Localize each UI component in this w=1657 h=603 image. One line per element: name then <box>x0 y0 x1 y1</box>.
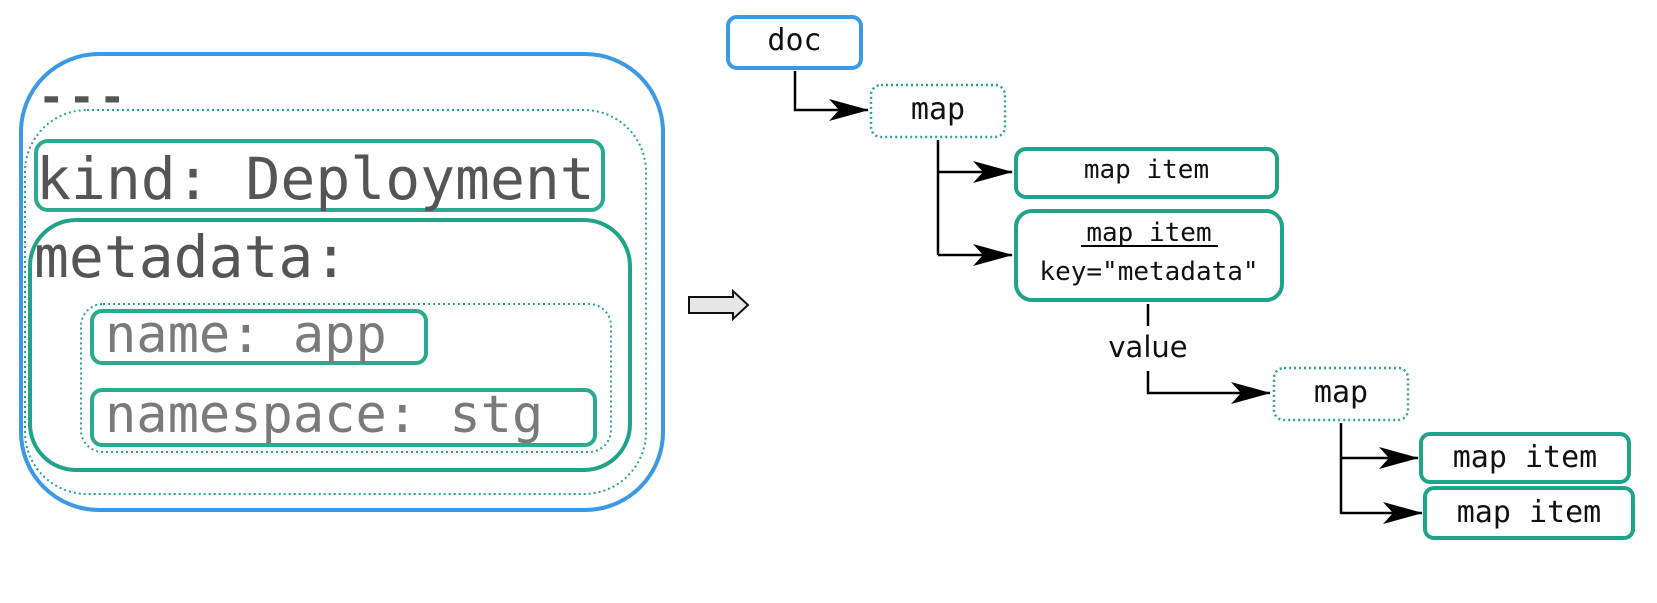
tree-node-nested-map: map <box>1272 366 1410 422</box>
doc-separator: --- <box>38 72 129 123</box>
tree-node-item-metadata-label: map item <box>1086 218 1211 248</box>
name-item-box <box>90 309 428 365</box>
namespace-line: namespace: stg <box>105 385 543 445</box>
tree-node-root-map-label: map <box>911 92 965 127</box>
transform-arrow-icon <box>688 288 750 322</box>
tree-node-nested-item-1-label: map item <box>1453 440 1598 475</box>
metadata-item-box <box>28 218 632 472</box>
edge-value-label: value <box>1108 330 1187 364</box>
namespace-item-box <box>90 388 597 447</box>
tree-node-item-metadata: map item key="metadata" <box>1014 209 1284 302</box>
root-map-dotted-box <box>24 109 647 495</box>
yaml-source-panel: --- kind: Deployment metadata: name: app… <box>19 52 665 512</box>
name-line: name: app <box>105 305 387 365</box>
tree-node-nested-item-2: map item <box>1423 486 1635 540</box>
edge-value-to-nested-map <box>1146 371 1271 404</box>
metadata-line: metadata: <box>34 223 348 291</box>
tree-node-nested-map-label: map <box>1314 375 1368 410</box>
tree-node-doc: doc <box>726 15 863 70</box>
tree-node-item-kind: map item <box>1014 147 1279 199</box>
tree-node-root-map: map <box>869 83 1007 139</box>
kind-line: kind: Deployment <box>36 145 595 213</box>
tree-node-item-metadata-key: key="metadata" <box>1039 257 1258 287</box>
tree-node-nested-item-2-label: map item <box>1457 495 1602 530</box>
tree-node-nested-item-1: map item <box>1419 432 1631 484</box>
ast-tree: doc map map item map item key="metadata"… <box>726 15 1635 540</box>
edge-doc-to-map <box>793 71 869 121</box>
kind-item-box <box>34 139 605 212</box>
document-box <box>19 52 665 512</box>
nested-map-dotted-box <box>80 303 612 453</box>
tree-node-item-kind-label: map item <box>1084 155 1209 185</box>
tree-node-doc-label: doc <box>767 23 821 58</box>
